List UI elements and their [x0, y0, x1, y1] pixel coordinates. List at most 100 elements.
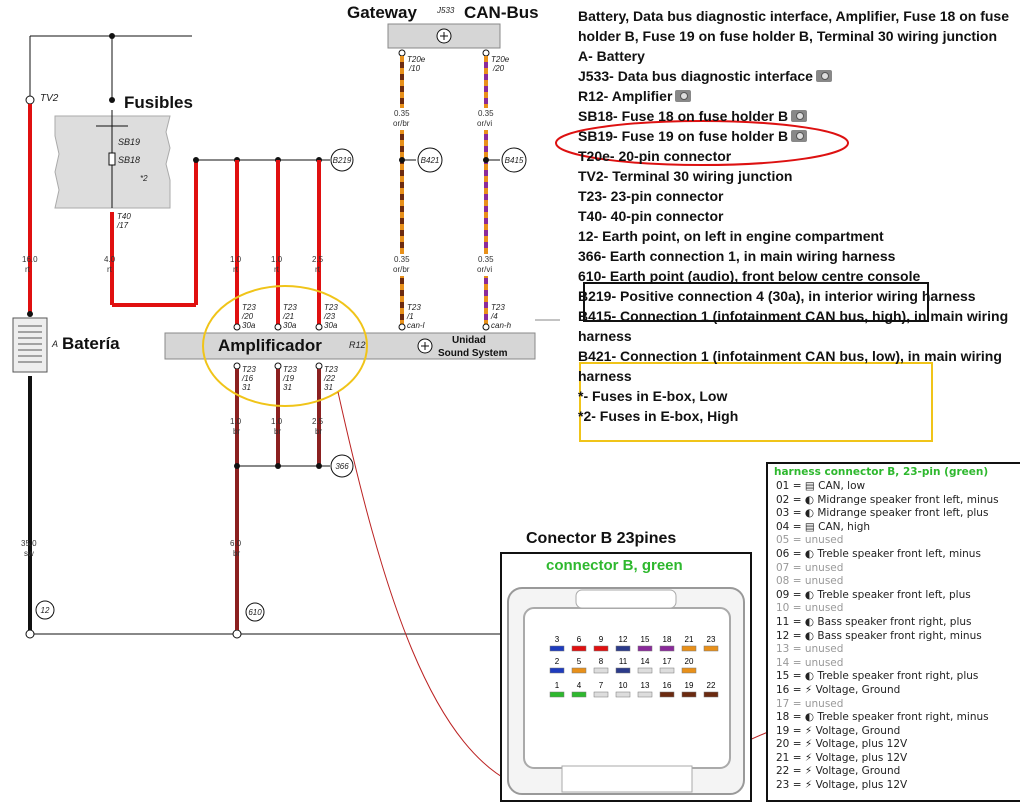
battery-symbol — [12, 317, 48, 373]
pin-type-icon: ◐ — [804, 615, 818, 628]
camera-icon[interactable] — [791, 130, 808, 142]
svg-text:T23: T23 — [407, 303, 421, 312]
pin-table: harness connector B, 23-pin (green) 01 =… — [766, 462, 1020, 802]
connector-pin — [681, 667, 697, 674]
pin-type-icon: ⚡ — [804, 683, 816, 696]
amplifier-highlight — [202, 285, 368, 407]
amplifier-box — [164, 332, 536, 360]
star2-label: *2 — [140, 174, 148, 183]
legend-item: B421- Connection 1 (infotainment CAN bus… — [578, 348, 1002, 384]
pin-type-icon: ⚡ — [804, 724, 816, 737]
camera-icon[interactable] — [815, 70, 832, 82]
connector-pin — [637, 645, 653, 652]
fusibles-label: Fusibles — [124, 93, 193, 112]
connector-pin — [659, 645, 675, 652]
svg-text:/20: /20 — [241, 312, 254, 321]
svg-text:31: 31 — [324, 383, 333, 392]
pin-row: 02 = ◐ Midrange speaker front left, minu… — [776, 493, 999, 506]
connector-pin-label: 6 — [577, 635, 582, 644]
b421-node: B421 — [421, 156, 440, 165]
pin-row: 15 = ◐ Treble speaker front right, plus — [776, 670, 979, 683]
pin-description: Treble speaker front left, plus — [817, 588, 971, 601]
connector-pin-label: 3 — [555, 635, 560, 644]
pin-description: CAN, high — [818, 520, 871, 533]
connector-pin-label: 14 — [641, 657, 650, 666]
connector-pin — [703, 691, 719, 698]
svg-text:T20e: T20e — [407, 55, 426, 64]
connector-pin — [681, 691, 697, 698]
pin-type-icon: ◐ — [804, 588, 818, 601]
b219-node: B219 — [333, 156, 352, 165]
camera-icon[interactable] — [791, 110, 808, 122]
pin-number: 08 — [776, 575, 790, 588]
connector-pin-label: 22 — [707, 681, 716, 690]
svg-text:br: br — [315, 427, 322, 436]
pin-table-title: harness connector B, 23-pin (green) — [774, 466, 989, 478]
svg-text:31: 31 — [283, 383, 292, 392]
legend-item: SB19- Fuse 19 on fuse holder B — [578, 126, 1018, 146]
pin-type-icon: ⚡ — [804, 779, 816, 792]
svg-text:0.35: 0.35 — [478, 109, 494, 118]
pin-row: 12 = ◐ Bass speaker front right, minus — [776, 629, 982, 642]
legend-item: R12- Amplifier — [578, 86, 1018, 106]
svg-text:or/vi: or/vi — [477, 119, 492, 128]
connector-pin — [593, 667, 609, 674]
pin-type-icon: ◐ — [804, 507, 818, 520]
connector-pin — [593, 691, 609, 698]
svg-text:/23: /23 — [323, 312, 336, 321]
svg-text:1.0: 1.0 — [230, 255, 242, 264]
pin-row: 20 = ⚡ Voltage, plus 12V — [776, 738, 908, 751]
connector-pin — [659, 667, 675, 674]
svg-text:/22: /22 — [323, 374, 336, 383]
pin-row: 07 = unused — [776, 561, 844, 574]
tv2-label: TV2 — [40, 93, 59, 104]
svg-text:br: br — [233, 427, 240, 436]
svg-text:2.5: 2.5 — [312, 417, 324, 426]
can-legend-box — [579, 362, 933, 442]
svg-text:1.0: 1.0 — [271, 255, 283, 264]
pin-row: 09 = ◐ Treble speaker front left, plus — [776, 588, 971, 601]
connector-pin — [571, 645, 587, 652]
pin-description: Treble speaker front right, plus — [817, 670, 979, 683]
legend-item: B415- Connection 1 (infotainment CAN bus… — [578, 308, 1009, 344]
svg-text:T23: T23 — [242, 365, 256, 374]
svg-text:T23: T23 — [242, 303, 256, 312]
pin-type-icon: ⚡ — [804, 738, 816, 751]
connector-pin-label: 2 — [555, 657, 560, 666]
pin-description: unused — [804, 575, 844, 588]
pin-number: 06 — [776, 547, 790, 560]
svg-text:T23: T23 — [324, 303, 338, 312]
svg-text:A: A — [51, 339, 58, 349]
connector-pin-label: 21 — [685, 635, 694, 644]
camera-icon[interactable] — [675, 90, 692, 102]
pin-number: 14 — [776, 656, 790, 669]
pin-number: 17 — [776, 697, 790, 710]
connector-pin-label: 18 — [663, 635, 672, 644]
earth-12: 12 — [41, 606, 50, 615]
connector-pin — [549, 645, 565, 652]
svg-text:/1: /1 — [406, 312, 414, 321]
svg-text:or/br: or/br — [393, 119, 410, 128]
connector-pin — [571, 691, 587, 698]
svg-text:1.0: 1.0 — [271, 417, 283, 426]
pin-number: 15 — [776, 670, 790, 683]
pin-row: 11 = ◐ Bass speaker front right, plus — [776, 615, 972, 628]
svg-text:T23: T23 — [283, 365, 297, 374]
pin-row: 22 = ⚡ Voltage, Ground — [776, 765, 901, 778]
pin-number: 05 — [776, 534, 790, 547]
legend-item: A- Battery — [578, 48, 645, 64]
pin-type-icon: ▤ — [804, 480, 819, 492]
amplificador-label: Amplificador — [218, 336, 322, 355]
pin-number: 20 — [776, 738, 790, 751]
svg-text:rt: rt — [107, 265, 113, 274]
svg-text:T23: T23 — [324, 365, 338, 374]
connector-pin-label: 1 — [555, 681, 560, 690]
pin-row: 05 = unused — [776, 534, 844, 547]
legend-item: SB18- Fuse 18 on fuse holder B — [578, 106, 1018, 126]
pin-description: Midrange speaker front left, plus — [817, 507, 989, 520]
pin-description: unused — [804, 643, 844, 656]
pin-description: unused — [804, 602, 844, 615]
connector-pin-label: 4 — [577, 681, 582, 690]
pin-row: 04 = ▤ CAN, high — [776, 520, 871, 533]
